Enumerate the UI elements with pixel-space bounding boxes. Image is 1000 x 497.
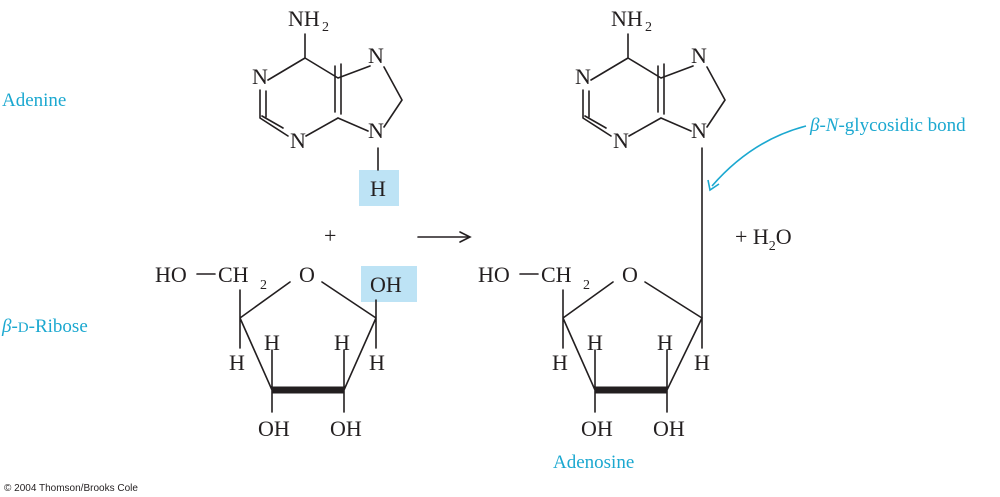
reaction-arrow xyxy=(417,231,472,243)
adenosine-base-bonds xyxy=(582,33,726,137)
adenosine-n7: N xyxy=(691,43,707,68)
adenine-label: Adenine xyxy=(2,90,66,111)
adenosine-oh-c2: OH xyxy=(653,416,685,441)
ribose-oh-c3: OH xyxy=(258,416,290,441)
ribose-oh-c2: OH xyxy=(330,416,362,441)
adenosine-nh-label: NH xyxy=(611,6,643,31)
adenine-n3: N xyxy=(290,128,306,153)
ribose-h-c4: H xyxy=(229,350,245,375)
adenine-nh-label: NH xyxy=(288,6,320,31)
adenosine-label: Adenosine xyxy=(553,452,634,473)
plus-sign: + xyxy=(324,223,336,248)
adenine-h: H xyxy=(370,176,386,201)
adenosine-oh-c3: OH xyxy=(581,416,613,441)
copyright-credit: © 2004 Thomson/Brooks Cole xyxy=(4,483,138,494)
adenosine-o: O xyxy=(622,262,638,287)
svg-text:+ H2O: + H2O xyxy=(735,224,792,254)
glycosidic-bond-label: β-N-glycosidic bond xyxy=(809,115,966,136)
ribose-label: β-D-Ribose xyxy=(1,316,88,337)
ribose-oh-anomeric: OH xyxy=(370,272,402,297)
adenosine-h-c3: H xyxy=(587,330,603,355)
water-product: + H2O xyxy=(735,224,792,254)
adenosine-base: NH 2 N N N N xyxy=(575,6,726,319)
adenine-n9: N xyxy=(368,118,384,143)
adenosine-h-c4: H xyxy=(552,350,568,375)
adenosine-h-c2: H xyxy=(657,330,673,355)
ribose-h-c1: H xyxy=(369,350,385,375)
ribose-ho-label: HO xyxy=(155,262,187,287)
adenine-nh-subscript: 2 xyxy=(322,20,329,35)
adenosine-ho-label: HO xyxy=(478,262,510,287)
adenosine-h-c1: H xyxy=(694,350,710,375)
glycosidic-bond-arrow xyxy=(707,125,807,192)
ribose-h-c3: H xyxy=(264,330,280,355)
ribose-ch-subscript: 2 xyxy=(260,278,267,293)
adenine-n1: N xyxy=(252,64,268,89)
adenosine-n1: N xyxy=(575,64,591,89)
ribose-h-c2: H xyxy=(334,330,350,355)
adenine-n7: N xyxy=(368,43,384,68)
adenosine-nh-subscript: 2 xyxy=(645,20,652,35)
ribose-oh-highlight xyxy=(361,266,417,302)
ribose-ch-label: CH xyxy=(218,262,249,287)
ribose-molecule: HO CH 2 O OH H H H H OH OH xyxy=(155,262,417,441)
adenosine-ribose: HO CH 2 O H H H H OH OH xyxy=(478,262,710,441)
adenine-molecule: NH 2 N N N N H xyxy=(252,6,403,206)
adenine-h-highlight xyxy=(359,170,399,206)
ribose-ring-bonds xyxy=(239,281,377,413)
adenosine-ring-bonds xyxy=(562,281,703,413)
adenosine-n9: N xyxy=(691,118,707,143)
adenine-bonds xyxy=(259,33,403,137)
ribose-o: O xyxy=(299,262,315,287)
adenosine-ch-subscript: 2 xyxy=(583,278,590,293)
adenosine-ch-label: CH xyxy=(541,262,572,287)
adenosine-n3: N xyxy=(613,128,629,153)
